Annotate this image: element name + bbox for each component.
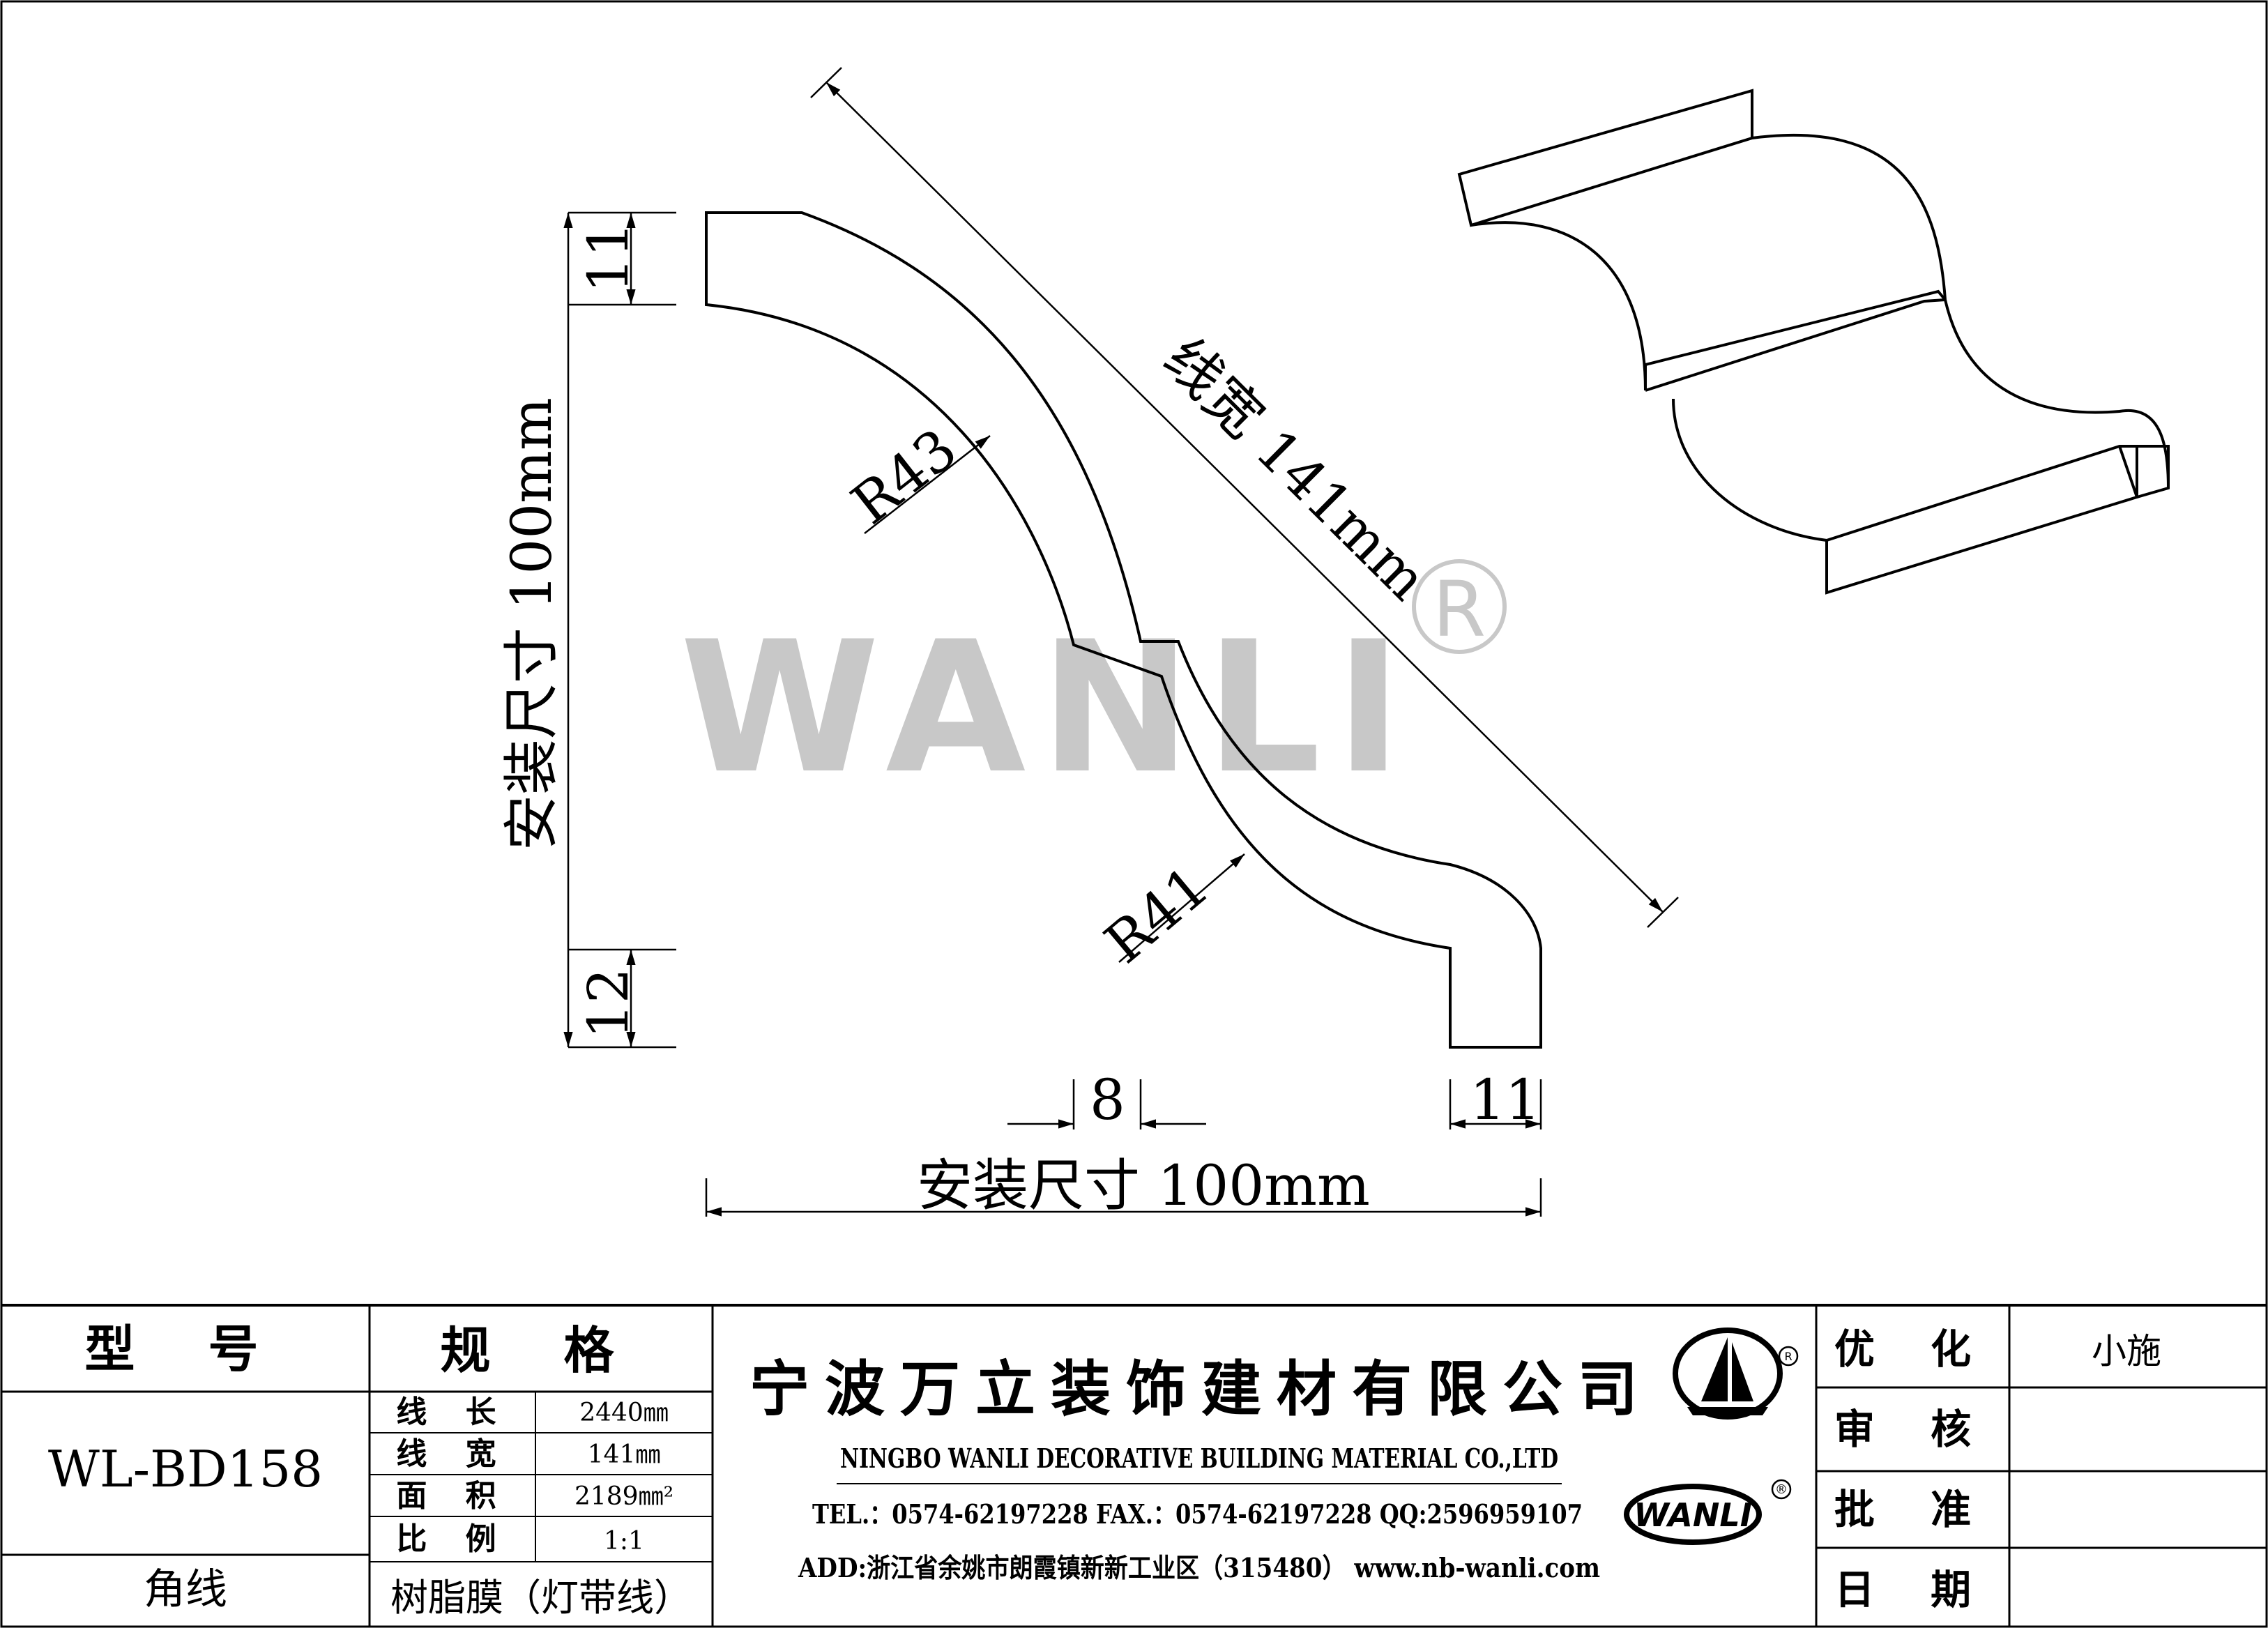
dim-diagonal [810,67,1679,928]
isometric-view [1457,89,2170,595]
dim-top-gap-label: 11 [576,222,641,293]
company-address: ADD:浙江省余姚市朗霞镇新新工业区（315480） www.nb-wanli.… [798,1552,1600,1583]
spec-label-scale: 比 例 [396,1521,510,1557]
approval-value-optimize: 小施 [2092,1331,2161,1371]
radius-leaders [864,435,1245,963]
dim-diagonal-label: 线宽 141mm [1152,326,1440,612]
dim-width [705,1079,1542,1217]
title-block-grid [1,1304,2267,1627]
approval-label-review: 审 核 [1834,1406,1992,1453]
radius-upper-label: R43 [839,416,968,537]
company-sail-logo-icon: R [1673,1327,1799,1420]
svg-text:R: R [1784,1350,1792,1363]
category-label: 角线 [144,1565,227,1614]
dim-height-label: 安装尺寸 100mm [499,397,564,851]
approval-label-optimize: 优 化 [1834,1325,1992,1373]
spec-label-length: 线 长 [396,1394,510,1430]
company-name-cn: 宁波万立装饰建材有限公司 [749,1354,1653,1424]
spec-value-width: 141㎜ [588,1440,661,1469]
dim-foot-label: 11 [1470,1067,1541,1132]
spec-value-scale: 1:1 [604,1527,644,1555]
svg-text:R: R [1433,565,1486,654]
approval-label-approve: 批 准 [1834,1486,1992,1533]
company-name-en: NINGBO WANLI DECORATIVE BUILDING MATERIA… [840,1443,1558,1474]
material-label: 树脂膜（灯带线） [390,1576,692,1620]
spec-label-area: 面 积 [396,1478,510,1514]
approval-label-date: 日 期 [1834,1566,1992,1613]
model-header: 型 号 [84,1319,286,1378]
logo-registered: ® [1775,1482,1788,1497]
spec-value-length: 2440㎜ [579,1399,669,1427]
watermark-text: WANLI [680,603,1416,814]
dim-bottom-gap-label: 12 [576,968,641,1039]
dim-step-label: 8 [1090,1067,1125,1132]
dim-height [563,211,676,1049]
radius-lower-label: R41 [1093,853,1221,975]
company-wanli-logo-icon: WANLI ® [1624,1479,1792,1545]
spec-value-area: 2189㎜² [574,1482,673,1511]
spec-label-width: 线 宽 [396,1436,510,1472]
company-contact: TEL.：0574-62197228 FAX.：0574-62197228 QQ… [812,1498,1583,1530]
logo-text: WANLI [1634,1496,1752,1534]
spec-header: 规 格 [440,1321,641,1380]
model-value: WL-BD158 [48,1440,323,1498]
dim-width-label: 安装尺寸 100mm [917,1153,1370,1218]
